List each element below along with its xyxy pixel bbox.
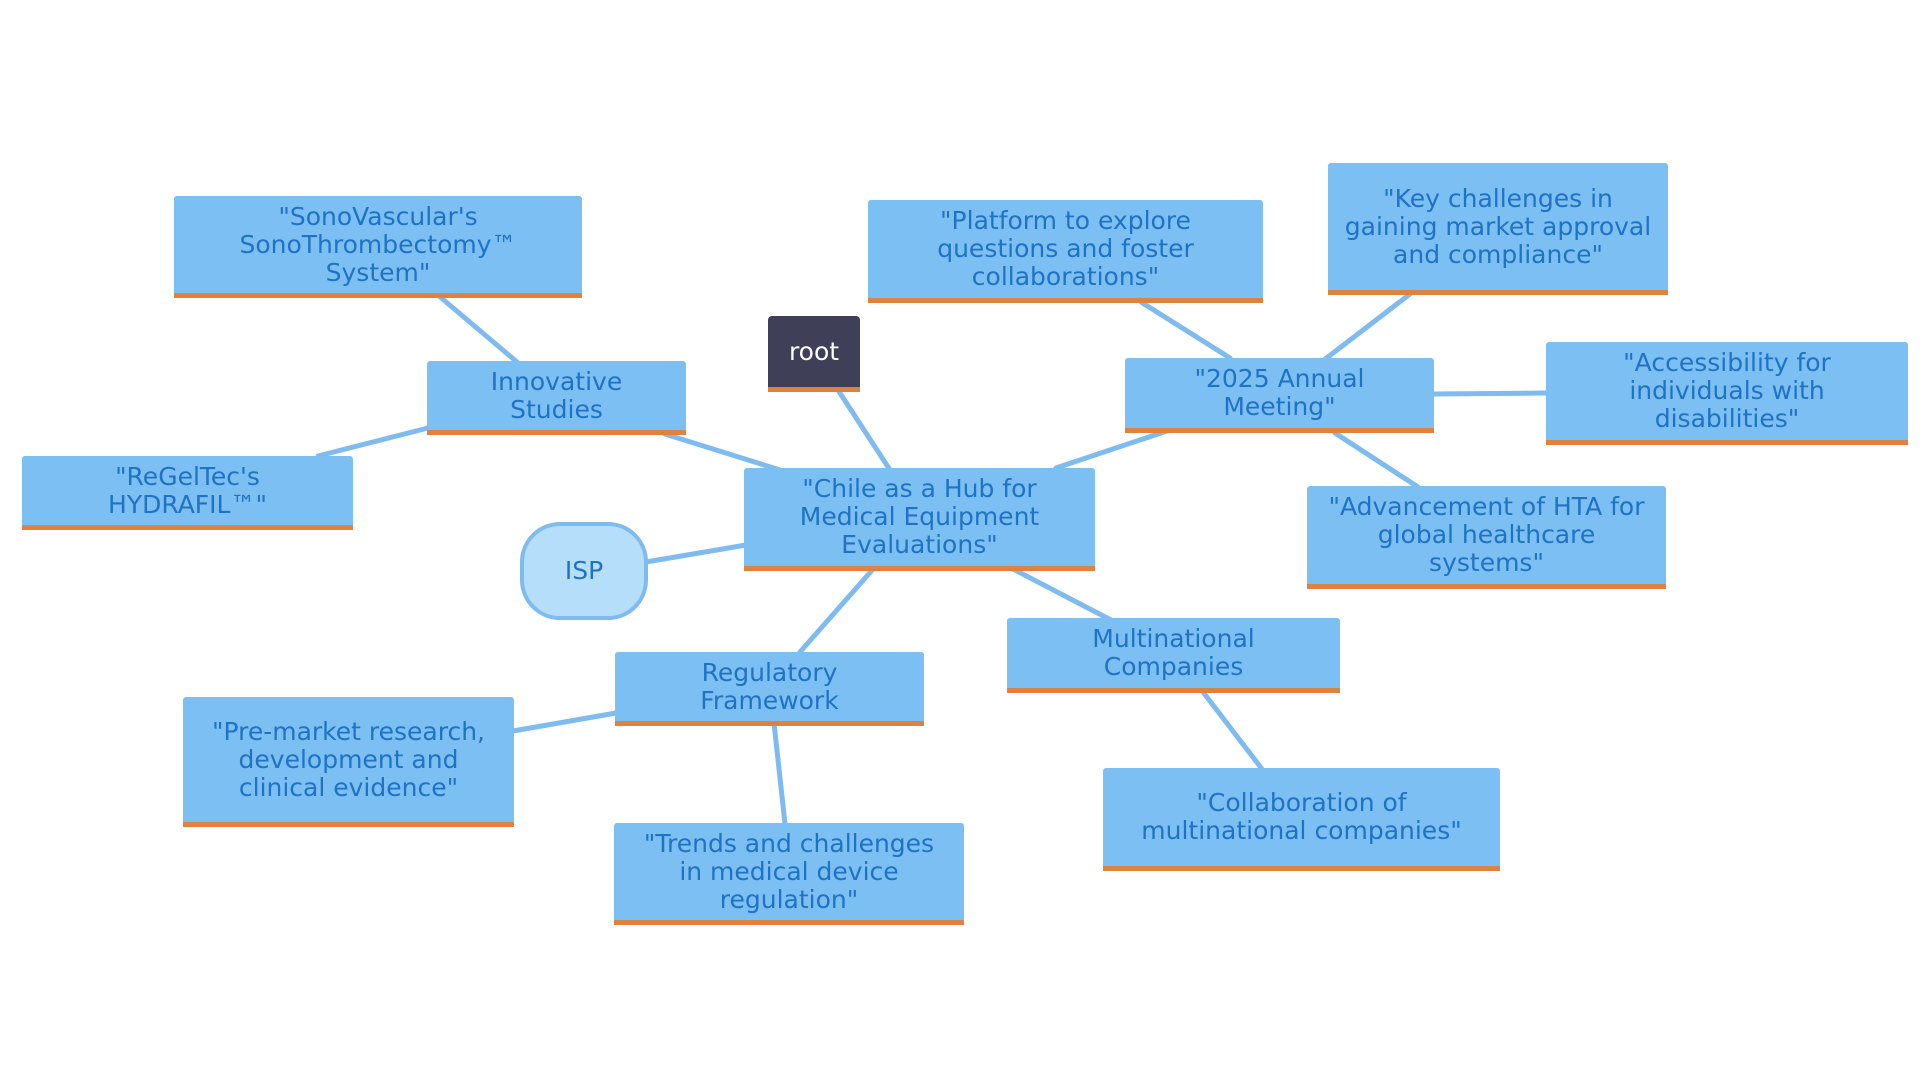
premarket-node-label: "Pre-market research, development and cl…: [211, 716, 486, 802]
isp-node-label: ISP: [564, 556, 604, 585]
hta-node[interactable]: "Advancement of HTA for global healthcar…: [1307, 486, 1666, 589]
edge-regulatory-premarket: [510, 710, 619, 734]
multinational-companies-node-label: Multinational Companies: [1092, 624, 1255, 681]
edge-annual-platform: [1138, 299, 1233, 361]
platform-node[interactable]: "Platform to explore questions and foste…: [868, 200, 1263, 303]
accessibility-node-label: "Accessibility for individuals with disa…: [1623, 348, 1831, 433]
edge-root-center: [835, 387, 893, 473]
regulatory-framework-node-label: Regulatory Framework: [700, 657, 839, 715]
sonovascular-node-label: "SonoVascular's SonoThrombectomy™ System…: [239, 201, 517, 287]
annual-meeting-node[interactable]: "2025 Annual Meeting": [1125, 358, 1434, 433]
accessibility-node[interactable]: "Accessibility for individuals with disa…: [1546, 342, 1908, 445]
collaboration-node-label: "Collaboration of multinational companie…: [1141, 788, 1462, 845]
platform-node-label: "Platform to explore questions and foste…: [937, 206, 1194, 291]
edge-annual-center: [1053, 427, 1173, 471]
edge-annual-accessibility: [1430, 390, 1551, 397]
edge-innovative-regeltec: [315, 425, 431, 459]
hta-node-label: "Advancement of HTA for global healthcar…: [1328, 492, 1645, 577]
edge-annual-keychallenges: [1321, 291, 1413, 363]
innovative-studies-node[interactable]: Innovative Studies: [427, 361, 686, 435]
premarket-node[interactable]: "Pre-market research, development and cl…: [183, 697, 514, 827]
root-node[interactable]: root: [768, 316, 860, 392]
regulatory-framework-node[interactable]: Regulatory Framework: [615, 652, 924, 726]
regeltec-node[interactable]: "ReGelTec's HYDRAFIL™": [22, 456, 353, 530]
edge-isp-center: [643, 542, 749, 565]
edge-multinational-center: [1010, 566, 1114, 623]
key-challenges-node-label: "Key challenges in gaining market approv…: [1344, 183, 1652, 269]
trends-node[interactable]: "Trends and challenges in medical device…: [614, 823, 964, 925]
edge-regulatory-trends: [771, 720, 788, 827]
innovative-studies-node-label: Innovative Studies: [490, 366, 623, 424]
sonovascular-node[interactable]: "SonoVascular's SonoThrombectomy™ System…: [174, 196, 582, 298]
center-node[interactable]: "Chile as a Hub for Medical Equipment Ev…: [744, 468, 1095, 571]
edge-multinational-collaboration: [1200, 689, 1265, 772]
isp-node[interactable]: ISP: [520, 522, 648, 620]
collaboration-node[interactable]: "Collaboration of multinational companie…: [1103, 768, 1500, 871]
root-node-label: root: [788, 336, 840, 366]
edge-annual-hta: [1332, 430, 1421, 490]
trends-node-label: "Trends and challenges in medical device…: [643, 828, 935, 914]
edge-innovative-sonovascular: [436, 293, 520, 365]
center-node-label: "Chile as a Hub for Medical Equipment Ev…: [799, 474, 1040, 559]
edge-regulatory-center: [797, 565, 877, 655]
multinational-companies-node[interactable]: Multinational Companies: [1007, 618, 1340, 693]
key-challenges-node[interactable]: "Key challenges in gaining market approv…: [1328, 163, 1668, 295]
edge-innovative-center: [662, 431, 783, 473]
regeltec-node-label: "ReGelTec's HYDRAFIL™": [108, 461, 267, 519]
annual-meeting-node-label: "2025 Annual Meeting": [1194, 364, 1365, 421]
